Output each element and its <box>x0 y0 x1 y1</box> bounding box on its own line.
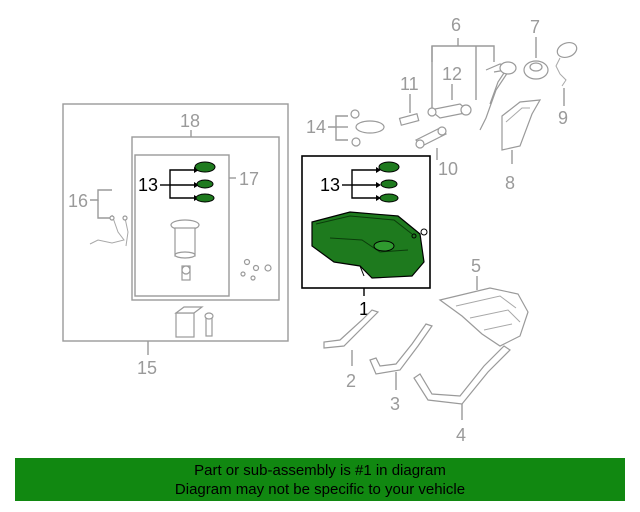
filter-parts <box>174 306 214 338</box>
callout-13-left: 13 <box>138 175 158 195</box>
callout-7: 7 <box>530 17 540 37</box>
callout-13-right: 13 <box>320 175 340 195</box>
seal-ring-left-1 <box>194 161 216 173</box>
footer-banner: Part or sub-assembly is #1 in diagram Di… <box>15 458 625 501</box>
callout-8: 8 <box>505 173 515 193</box>
heat-shield-5 <box>438 287 529 347</box>
footer-line-2: Diagram may not be specific to your vehi… <box>174 481 466 498</box>
shield-8 <box>501 99 542 151</box>
hose-10 <box>414 126 448 149</box>
sub-assembly-box-18 <box>131 136 280 301</box>
strap-2 <box>323 309 380 349</box>
strap-3 <box>369 323 433 375</box>
callout-14: 14 <box>306 117 326 137</box>
callout-16: 16 <box>68 191 88 211</box>
small-parts-right <box>240 258 272 281</box>
filler-fittings-14 <box>350 109 385 147</box>
callout-4: 4 <box>456 425 466 445</box>
callout-17: 17 <box>239 169 259 189</box>
callout-15: 15 <box>137 358 157 378</box>
fuel-tank-box <box>301 155 431 289</box>
callout-2: 2 <box>346 371 356 391</box>
sub-assembly-box-17 <box>134 154 230 297</box>
callout-11: 11 <box>400 74 419 94</box>
callout-18: 18 <box>180 111 200 131</box>
fuel-pump-module <box>170 219 200 281</box>
callout-10: 10 <box>438 159 458 179</box>
seal-ring-right-1 <box>378 161 400 173</box>
callout-1: 1 <box>359 299 369 319</box>
strap-4 <box>413 345 511 405</box>
sender-wiring <box>89 214 129 247</box>
callout-9: 9 <box>558 108 568 128</box>
callout-3: 3 <box>390 394 400 414</box>
hoses-12 <box>427 103 472 119</box>
seal-ring-right-3 <box>379 193 399 203</box>
fuel-cap-7 <box>523 60 549 80</box>
callout-5: 5 <box>471 256 481 276</box>
tether-9 <box>555 41 578 87</box>
filler-pipe <box>479 61 517 131</box>
fuel-tank-highlighted <box>311 211 428 279</box>
seal-ring-right-2 <box>380 179 398 189</box>
callout-12: 12 <box>442 64 462 84</box>
footer-line-1: Part or sub-assembly is #1 in diagram <box>194 462 446 479</box>
seal-ring-left-3 <box>195 193 215 203</box>
clamp-11 <box>398 113 420 126</box>
callout-6: 6 <box>451 15 461 35</box>
seal-ring-left-2 <box>196 179 214 189</box>
